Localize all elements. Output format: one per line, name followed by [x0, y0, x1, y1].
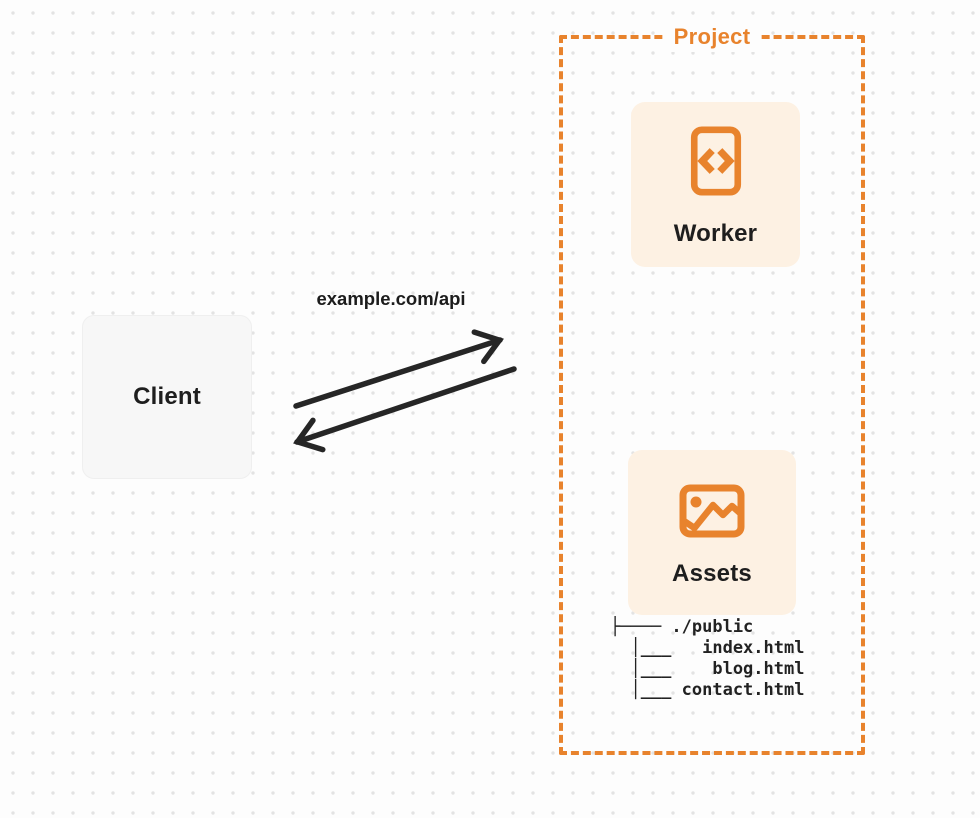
client-node: Client	[82, 315, 252, 479]
file-tree-root: ├──── ./public	[610, 617, 754, 637]
client-label: Client	[133, 383, 201, 410]
worker-node: Worker	[631, 102, 800, 267]
file-tree-item: │___ index.html	[610, 638, 805, 658]
code-file-icon	[690, 125, 741, 196]
response-arrow	[293, 366, 517, 453]
assets-node: Assets	[628, 450, 796, 615]
file-tree-item: │___ contact.html	[610, 680, 805, 700]
request-arrow	[293, 329, 504, 409]
assets-label: Assets	[672, 559, 752, 587]
request-url-label: example.com/api	[316, 288, 466, 309]
assets-file-tree: ├──── ./public │___ index.html │___ blog…	[610, 617, 804, 701]
file-tree-item: │___ blog.html	[610, 659, 805, 679]
project-container: Project	[559, 22, 865, 755]
worker-label: Worker	[673, 219, 758, 247]
project-label: Project	[665, 22, 759, 52]
image-icon	[679, 484, 745, 537]
